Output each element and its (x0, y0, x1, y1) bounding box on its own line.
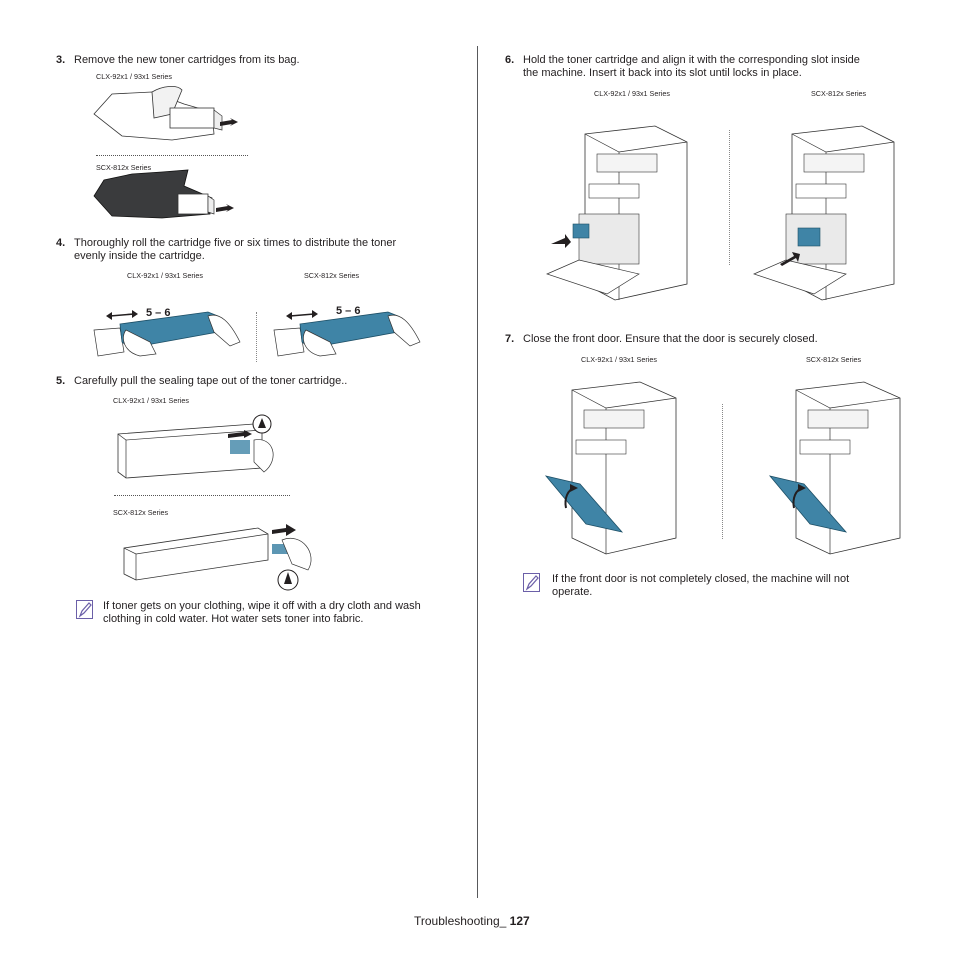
printer-close-door-scx-illustration (768, 381, 901, 555)
divider-step6 (729, 130, 730, 265)
caption-clx-step6: CLX-92x1 / 93x1 Series (594, 89, 670, 98)
step-7-text: Close the front door. Ensure that the do… (523, 333, 818, 345)
caption-scx-step5: SCX-812x Series (113, 508, 169, 517)
caption-clx-step7: CLX-92x1 / 93x1 Series (581, 355, 657, 364)
caption-scx-step4: SCX-812x Series (304, 271, 360, 280)
toner-bag-clx-illustration (93, 86, 238, 141)
note-icon-right (523, 573, 540, 592)
column-divider (477, 46, 478, 898)
step-4-text-line1: Thoroughly roll the cartridge five or si… (74, 237, 397, 249)
caption-scx-step3: SCX-812x Series (96, 163, 152, 172)
roll-count-label-clx: 5 – 6 (146, 307, 170, 319)
toner-bag-scx-illustration (93, 169, 234, 219)
printer-close-door-clx-illustration (544, 381, 677, 555)
footer-section: Troubleshooting_ (414, 914, 507, 928)
step-7-number: 7. (505, 333, 515, 345)
step-5-number: 5. (56, 375, 66, 387)
divider-step7 (722, 404, 723, 539)
step-3-number: 3. (56, 54, 66, 66)
caption-clx-step3: CLX-92x1 / 93x1 Series (96, 72, 172, 81)
step-4-number: 4. (56, 237, 66, 249)
sealing-tape-scx-illustration (123, 524, 312, 591)
caption-clx-step4: CLX-92x1 / 93x1 Series (127, 271, 203, 280)
printer-insert-clx-illustration (546, 125, 688, 301)
page-number: 127 (509, 914, 530, 928)
roll-count-label-scx: 5 – 6 (336, 305, 360, 317)
step-5-text: Carefully pull the sealing tape out of t… (74, 375, 348, 387)
caption-scx-step7: SCX-812x Series (806, 355, 862, 364)
divider-step3 (96, 155, 248, 156)
roll-cartridge-scx-illustration: 5 – 6 (273, 305, 421, 357)
note-left-line2: clothing in cold water. Hot water sets t… (103, 613, 364, 625)
step-6-number: 6. (505, 54, 515, 66)
step-6-text-line2: the machine. Insert it back into its slo… (523, 67, 802, 79)
note-right-line2: operate. (552, 586, 593, 598)
step-4-text-line2: evenly inside the cartridge. (74, 250, 205, 262)
note-icon (76, 600, 93, 619)
sealing-tape-clx-illustration (117, 414, 274, 479)
caption-clx-step5: CLX-92x1 / 93x1 Series (113, 396, 189, 405)
printer-insert-scx-illustration (753, 125, 895, 301)
note-left-line1: If toner gets on your clothing, wipe it … (103, 600, 421, 612)
step-3-text: Remove the new toner cartridges from its… (74, 54, 300, 66)
page-footer: Troubleshooting_ 127 (414, 914, 530, 928)
divider-step5 (114, 495, 290, 496)
divider-step4 (256, 312, 257, 362)
step-6-text-line1: Hold the toner cartridge and align it wi… (523, 54, 860, 66)
roll-cartridge-clx-illustration: 5 – 6 (93, 307, 241, 357)
note-right-line1: If the front door is not completely clos… (552, 573, 850, 585)
caption-scx-step6: SCX-812x Series (811, 89, 867, 98)
